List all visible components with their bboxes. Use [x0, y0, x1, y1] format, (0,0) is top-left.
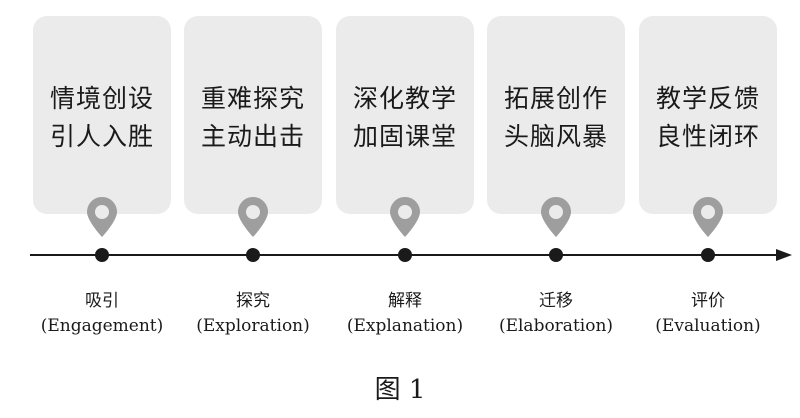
step-label-en: (Explanation): [346, 316, 464, 336]
timeline-axis: [30, 248, 792, 262]
step-title-line2: 头脑风暴: [503, 122, 608, 151]
step-card-2: 重难探究 主动出击: [184, 16, 322, 214]
step-label-en: (Evaluation): [655, 316, 761, 336]
step-title-line2: 良性闭环: [655, 122, 760, 151]
step-title-line2: 加固课堂: [352, 122, 457, 151]
step-card-text: 拓展创作 头脑风暴: [487, 80, 625, 156]
timeline-dot-5: [701, 248, 715, 262]
step-title-line1: 拓展创作: [503, 84, 608, 113]
step-title-line1: 重难探究: [200, 84, 305, 113]
step-label-en: (Elaboration): [498, 316, 614, 336]
step-card-4: 拓展创作 头脑风暴: [487, 16, 625, 214]
step-label-cn: 探究: [236, 291, 270, 311]
step-label-2: 探究 (Exploration): [178, 289, 328, 339]
step-title-line2: 主动出击: [200, 122, 305, 151]
timeline-dot-2: [246, 248, 260, 262]
step-label-cn: 迁移: [539, 291, 573, 311]
step-title-line2: 引人入胜: [49, 122, 154, 151]
step-label-4: 迁移 (Elaboration): [481, 289, 631, 339]
step-card-text: 深化教学 加固课堂: [336, 80, 474, 156]
step-label-5: 评价 (Evaluation): [633, 289, 783, 339]
timeline-dot-3: [398, 248, 412, 262]
figure-caption: 图 1: [374, 375, 426, 405]
step-card-3: 深化教学 加固课堂: [336, 16, 474, 214]
map-pin-icon: [87, 197, 117, 237]
step-label-cn: 吸引: [85, 291, 119, 311]
step-title-line1: 情境创设: [49, 84, 154, 113]
map-pin-icon: [238, 197, 268, 237]
map-pin-icon: [693, 197, 723, 237]
step-card-text: 教学反馈 良性闭环: [639, 80, 777, 156]
step-card-5: 教学反馈 良性闭环: [639, 16, 777, 214]
step-label-en: (Exploration): [196, 316, 310, 336]
step-label-cn: 解释: [388, 291, 422, 311]
step-card-1: 情境创设 引人入胜: [33, 16, 171, 214]
map-pin-icon: [390, 197, 420, 237]
step-label-en: (Engagement): [40, 316, 164, 336]
step-label-cn: 评价: [691, 291, 725, 311]
step-card-text: 情境创设 引人入胜: [33, 80, 171, 156]
step-label-1: 吸引 (Engagement): [27, 289, 177, 339]
step-card-text: 重难探究 主动出击: [184, 80, 322, 156]
timeline-dot-4: [549, 248, 563, 262]
arrow-right-icon: [776, 249, 792, 261]
step-title-line1: 深化教学: [352, 84, 457, 113]
timeline-dot-1: [95, 248, 109, 262]
map-pin-icon: [541, 197, 571, 237]
step-label-3: 解释 (Explanation): [330, 289, 480, 339]
step-title-line1: 教学反馈: [655, 84, 760, 113]
